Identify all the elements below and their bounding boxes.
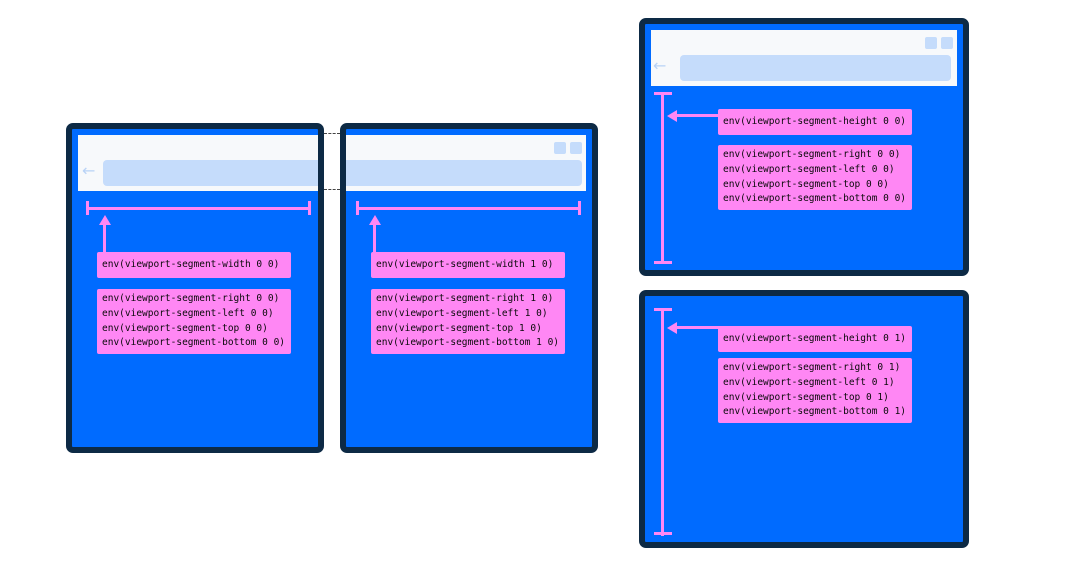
device-segment-top: ← env(viewport-segment-height 0 0) env(v… [639, 18, 969, 276]
height-ruler [661, 308, 664, 536]
pointer-line [675, 114, 725, 117]
segment-width-label: env(viewport-segment-width 0 0) [97, 252, 291, 278]
width-ruler [86, 207, 311, 210]
browser-toolbar: ← [78, 135, 318, 191]
window-button-icon[interactable] [570, 142, 582, 154]
segment-height-label: env(viewport-segment-height 0 1) [718, 326, 912, 352]
pointer-arrow-head [667, 110, 677, 122]
back-arrow-icon[interactable]: ← [82, 161, 96, 180]
url-field[interactable] [103, 160, 318, 186]
browser-toolbar [346, 135, 586, 191]
browser-toolbar: ← [651, 30, 957, 86]
width-ruler-end-tick [578, 201, 581, 215]
window-button-icon[interactable] [941, 37, 953, 49]
pointer-arrow-head [99, 215, 111, 225]
height-ruler [661, 92, 664, 264]
back-arrow-icon[interactable]: ← [653, 56, 667, 75]
segment-height-label: env(viewport-segment-height 0 0) [718, 109, 912, 135]
segment-edges-label: env(viewport-segment-right 0 0) env(view… [718, 145, 912, 210]
segment-edges-label: env(viewport-segment-right 0 0) env(view… [97, 289, 291, 354]
device-segment-bottom: env(viewport-segment-height 0 1) env(vie… [639, 290, 969, 548]
height-ruler-end-tick [654, 532, 672, 535]
device-segment-right: env(viewport-segment-width 1 0) env(view… [340, 123, 598, 453]
url-field[interactable] [346, 160, 582, 186]
segment-edges-label: env(viewport-segment-right 1 0) env(view… [371, 289, 565, 354]
pointer-line [373, 225, 376, 257]
pointer-line [675, 326, 725, 329]
pointer-arrow-head [667, 322, 677, 334]
segment-width-label: env(viewport-segment-width 1 0) [371, 252, 565, 278]
width-ruler [356, 207, 581, 210]
device-segment-left: ← env(viewport-segment-width 0 0) env(vi… [66, 123, 324, 453]
pointer-arrow-head [369, 215, 381, 225]
window-button-icon[interactable] [554, 142, 566, 154]
segment-edges-label: env(viewport-segment-right 0 1) env(view… [718, 358, 912, 423]
pointer-line [103, 225, 106, 257]
height-ruler-end-tick [654, 261, 672, 264]
fold-connector-top [324, 133, 340, 134]
url-field[interactable] [680, 55, 951, 81]
window-button-icon[interactable] [925, 37, 937, 49]
fold-connector-bottom [324, 189, 340, 190]
width-ruler-end-tick [308, 201, 311, 215]
